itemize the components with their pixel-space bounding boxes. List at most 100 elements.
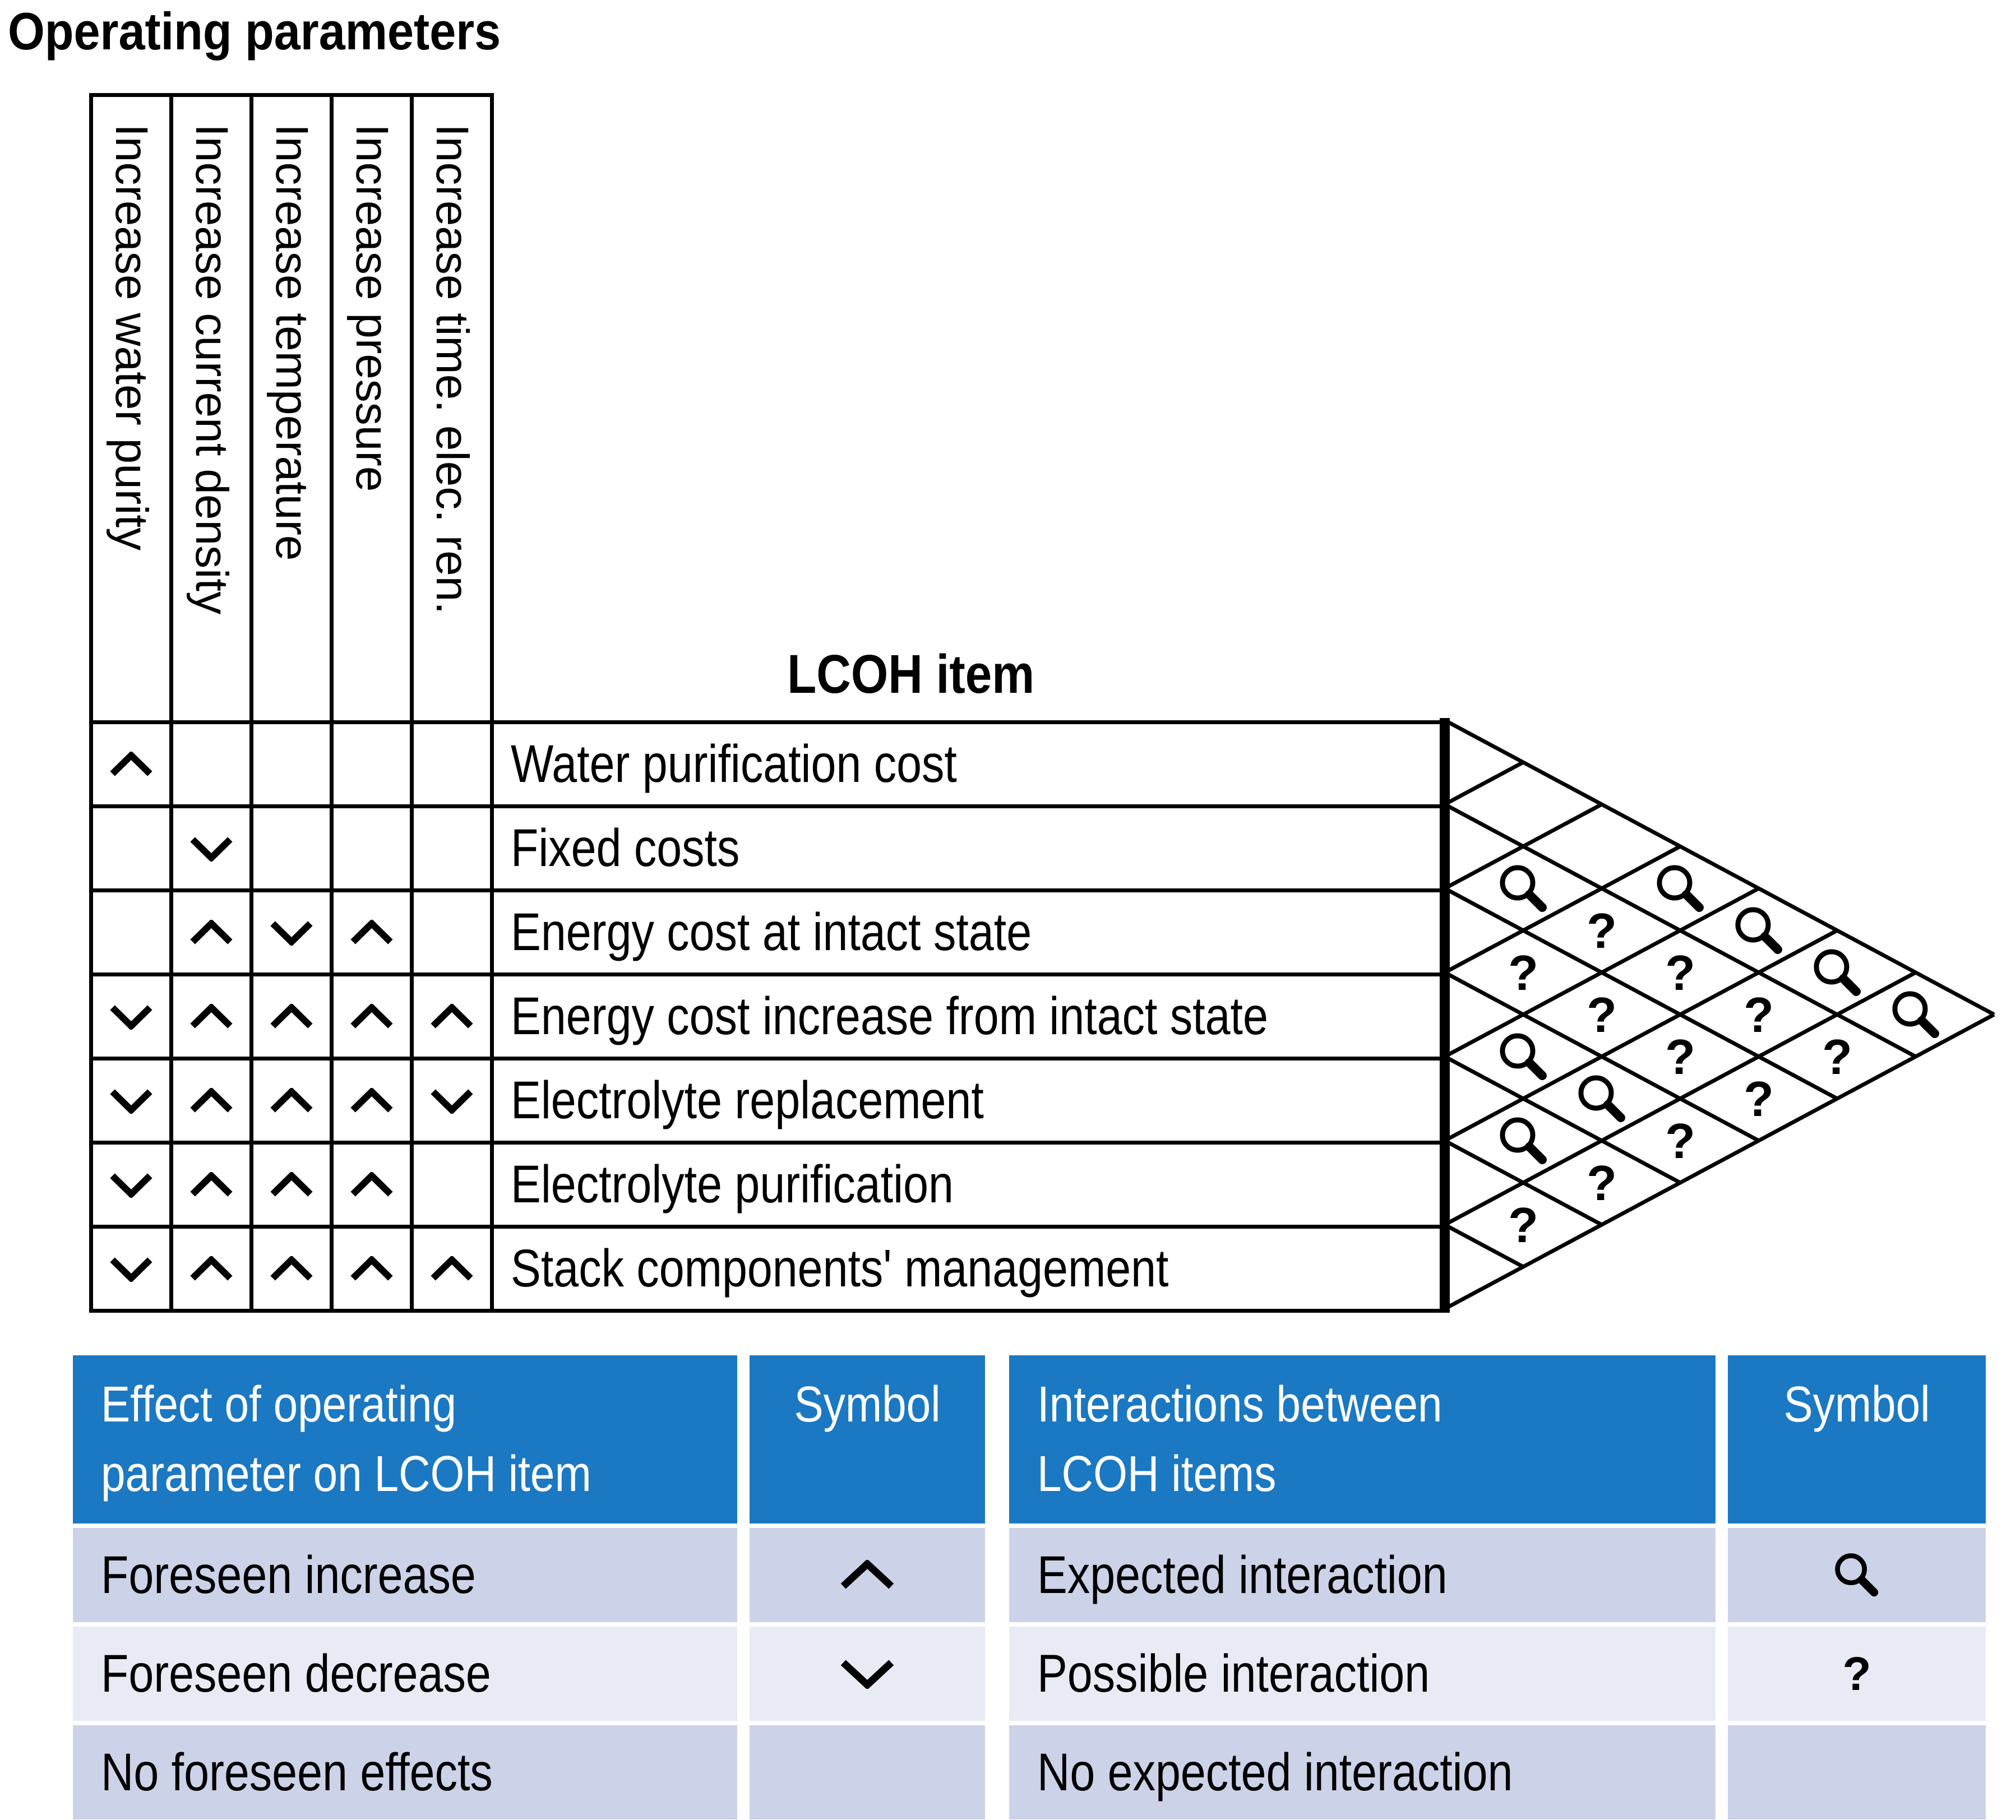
chevron-up-icon (350, 1171, 393, 1197)
effect-cell (169, 972, 253, 1060)
chevron-up-icon-stroke (350, 1171, 393, 1197)
interaction-cell-possible: ? (1665, 1113, 1695, 1169)
fan-diagonal-down (1444, 1054, 1681, 1185)
chevron-up-icon-stroke (270, 1087, 313, 1113)
chevron-up-icon (270, 1256, 313, 1281)
fan-diagonal-down (1444, 1222, 1524, 1269)
chevron-down-icon-stroke (840, 1660, 894, 1689)
lcoh-item-label: Energy cost at intact state (511, 902, 1032, 962)
param-column-header-text: Increase water purity (106, 124, 157, 551)
chevron-up-icon (350, 1256, 393, 1281)
chevron-down-icon (110, 1173, 152, 1198)
interaction-cell-expected (1735, 907, 1782, 954)
interaction-cell-possible: ? (1587, 903, 1617, 958)
magnifier-glass (1735, 907, 1771, 943)
fan-diagonal-up (1444, 844, 1681, 975)
legend-effects-symbol-header: Symbol (750, 1355, 985, 1523)
lcoh-item-row: Electrolyte replacement (490, 1057, 1444, 1145)
legend-interactions-symbol-header-text: Symbol (1783, 1377, 1930, 1433)
chevron-up-icon (270, 1171, 313, 1197)
legend-row-label: Foreseen decrease (73, 1627, 737, 1721)
effect-cell (169, 720, 253, 808)
effect-cell (249, 972, 334, 1060)
legend-symbol-cell (750, 1725, 985, 1819)
magnifier-glass (1500, 865, 1536, 901)
param-column-header: Increase time. elec. ren. (410, 93, 494, 724)
chevron-down-icon-stroke (110, 1089, 152, 1114)
chevron-up-icon (270, 1003, 313, 1029)
effect-cell (330, 1057, 414, 1145)
effect-cell (249, 720, 334, 808)
interaction-cell-possible: ? (1822, 1029, 1852, 1085)
interaction-fan: ??????????? (1440, 718, 1995, 1313)
chevron-up-icon-stroke (190, 919, 233, 944)
chevron-down-icon (270, 920, 313, 946)
legend-interactions-title: Interactions between LCOH items (1037, 1377, 1442, 1502)
effect-cell (169, 1057, 253, 1145)
fan-diagonal-up (1444, 970, 1917, 1227)
chevron-down-icon (110, 1089, 152, 1114)
page-title: Operating parameters (8, 0, 556, 63)
chevron-down-icon-stroke (431, 1089, 473, 1114)
chevron-up-icon (840, 1560, 894, 1589)
magnifier-handle (1525, 1058, 1547, 1080)
chevron-up-icon-stroke (840, 1560, 894, 1589)
legend-effects-title: Effect of operating parameter on LCOH it… (101, 1377, 591, 1502)
interaction-cell-possible: ? (1587, 1155, 1617, 1211)
param-column-header: Increase water purity (89, 93, 173, 724)
effect-cell (330, 1225, 414, 1313)
chevron-up-icon (190, 1171, 233, 1197)
lcoh-item-row: Energy cost increase from intact state (490, 972, 1444, 1060)
lcoh-item-label: Electrolyte purification (511, 1155, 954, 1214)
legend-symbol-cell (1728, 1725, 1986, 1819)
fan-diagonal-up (1444, 886, 1760, 1059)
lcoh-item-row: Electrolyte purification (490, 1141, 1444, 1229)
interaction-cell-possible: ? (1508, 1197, 1538, 1253)
effect-cell (89, 1057, 173, 1145)
chevron-up-icon-stroke (190, 1256, 233, 1281)
lcoh-item-header: LCOH item (434, 632, 1388, 716)
chevron-down-icon (840, 1660, 894, 1689)
chevron-down-icon-stroke (110, 1173, 152, 1198)
chevron-up-icon-stroke (270, 1003, 313, 1029)
magnifier-handle (1525, 890, 1547, 912)
effect-cell (330, 972, 414, 1060)
magnifier-handle (1682, 890, 1704, 912)
lcoh-item-label: Stack components' management (511, 1239, 1169, 1298)
effect-cell (169, 1225, 253, 1313)
legend-row-label-text: Foreseen decrease (101, 1643, 491, 1703)
chevron-up-icon (431, 1256, 473, 1281)
fan-bottom-edge (1444, 1012, 1995, 1311)
chevron-down-icon (110, 1004, 152, 1030)
interaction-cell-expected (1500, 1117, 1547, 1164)
effect-cell (330, 888, 414, 976)
lcoh-item-row: Energy cost at intact state (490, 888, 1444, 976)
interaction-cell-expected (1500, 1033, 1547, 1080)
effect-cell (249, 1141, 334, 1229)
legend-effects-symbol-header-text: Symbol (794, 1377, 941, 1433)
chevron-up-icon-stroke (431, 1256, 473, 1281)
interaction-cell-possible: ? (1508, 945, 1538, 1001)
lcoh-item-label: Electrolyte replacement (511, 1071, 984, 1130)
effect-cell (249, 1225, 334, 1313)
legend-row-label: No expected interaction (1009, 1725, 1716, 1819)
legend-row-label: No foreseen effects (73, 1725, 737, 1819)
legend-row-label-text: Expected interaction (1037, 1545, 1448, 1605)
fan-diagonal-down (1444, 886, 1838, 1101)
chevron-down-icon-stroke (190, 836, 233, 862)
magnifier-glass (1500, 1033, 1536, 1069)
fan-diagonal-up (1444, 802, 1603, 891)
effect-cell (169, 1141, 253, 1229)
legend-row-label-text: Possible interaction (1037, 1643, 1430, 1703)
lcoh-item-header-text: LCOH item (787, 643, 1035, 705)
magnifier-glass (1657, 865, 1693, 901)
effect-cell (410, 972, 494, 1060)
chevron-down-icon-stroke (110, 1257, 152, 1282)
interaction-cell-expected (1500, 865, 1547, 912)
chevron-up-icon (110, 751, 152, 776)
legend-row-label-text: No expected interaction (1037, 1742, 1513, 1802)
param-column-header-text: Increase temperature (266, 124, 317, 561)
lcoh-item-row: Water purification cost (490, 720, 1444, 808)
